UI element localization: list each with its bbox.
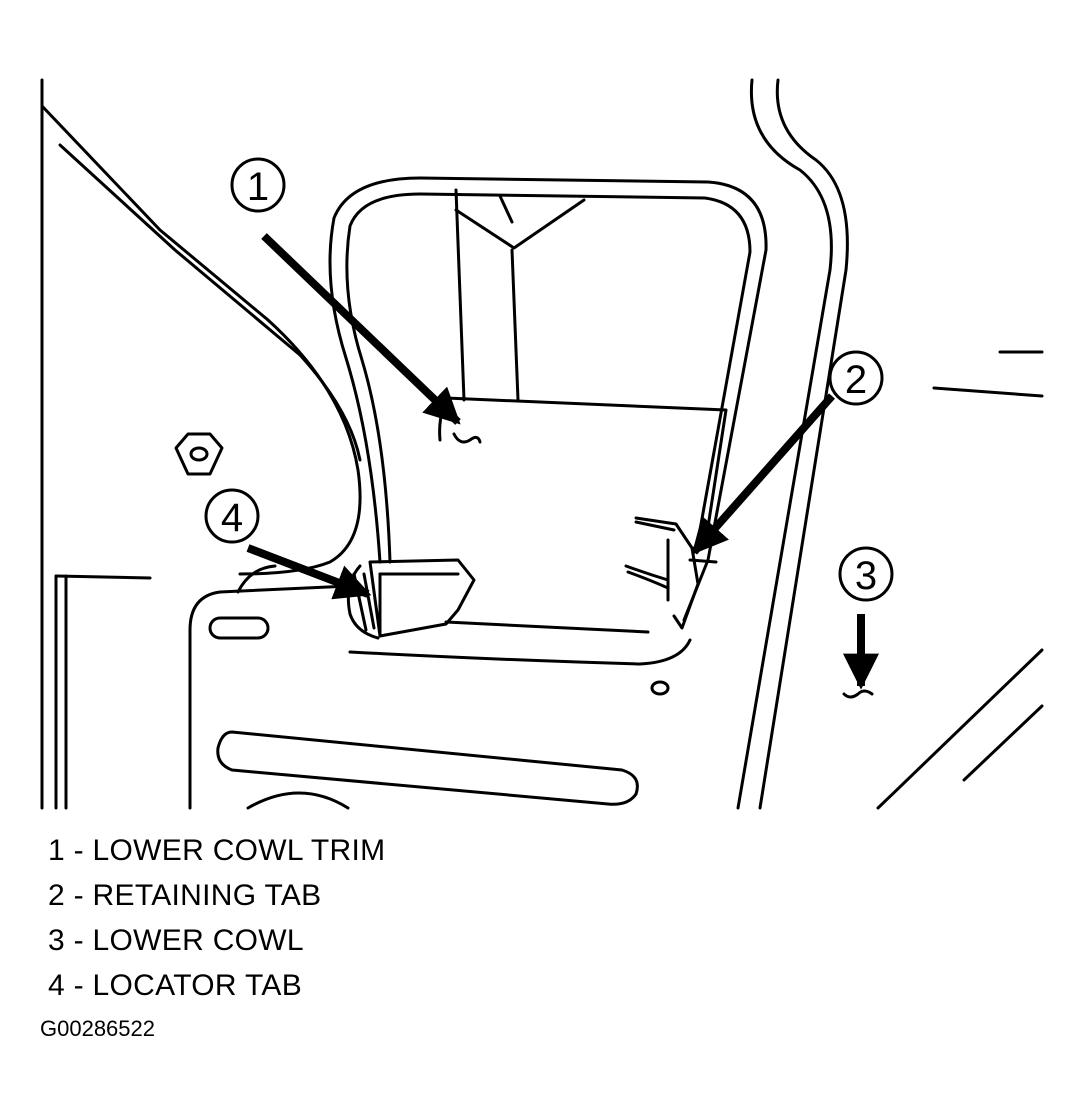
- legend-list: 1 - LOWER COWL TRIM 2 - RETAINING TAB 3 …: [48, 828, 385, 1008]
- a-pillar-panel: [40, 78, 362, 810]
- cowl-trim-diagram: 1 2 3 4: [40, 78, 1044, 810]
- legend-item-1: 1 - LOWER COWL TRIM: [48, 834, 386, 867]
- callout-number-1: 1: [247, 165, 269, 209]
- retaining-tab: [624, 516, 718, 630]
- callout-number-3: 3: [855, 554, 877, 598]
- leader-arrow-1: [261, 233, 461, 425]
- door-frame: [736, 78, 1044, 810]
- lower-cowl-trim: [328, 176, 768, 634]
- callout-number-4: 4: [221, 496, 243, 540]
- legend-item-2: 2 - RETAINING TAB: [48, 879, 322, 912]
- callout-circle-4: [204, 488, 260, 544]
- legend-item-4: 4 - LOCATOR TAB: [48, 969, 303, 1002]
- callout-number-2: 2: [845, 358, 867, 402]
- diagram-svg: 1 2 3 4: [40, 78, 1044, 810]
- lower-cowl-panel: [188, 564, 692, 810]
- leader-hook-1: [452, 432, 482, 444]
- legend-item-3: 3 - LOWER COWL: [48, 924, 304, 957]
- leader-arrow-4: [246, 544, 372, 600]
- leader-hook-3: [842, 689, 874, 699]
- hex-nut-icon: [174, 432, 224, 476]
- callout-circle-2: [828, 350, 884, 406]
- locator-tab: [346, 558, 476, 640]
- leader-arrow-2: [691, 393, 835, 555]
- callout-circle-3: [838, 546, 894, 602]
- figure-id: G00286522: [40, 1016, 155, 1041]
- callout-circle-1: [230, 157, 286, 213]
